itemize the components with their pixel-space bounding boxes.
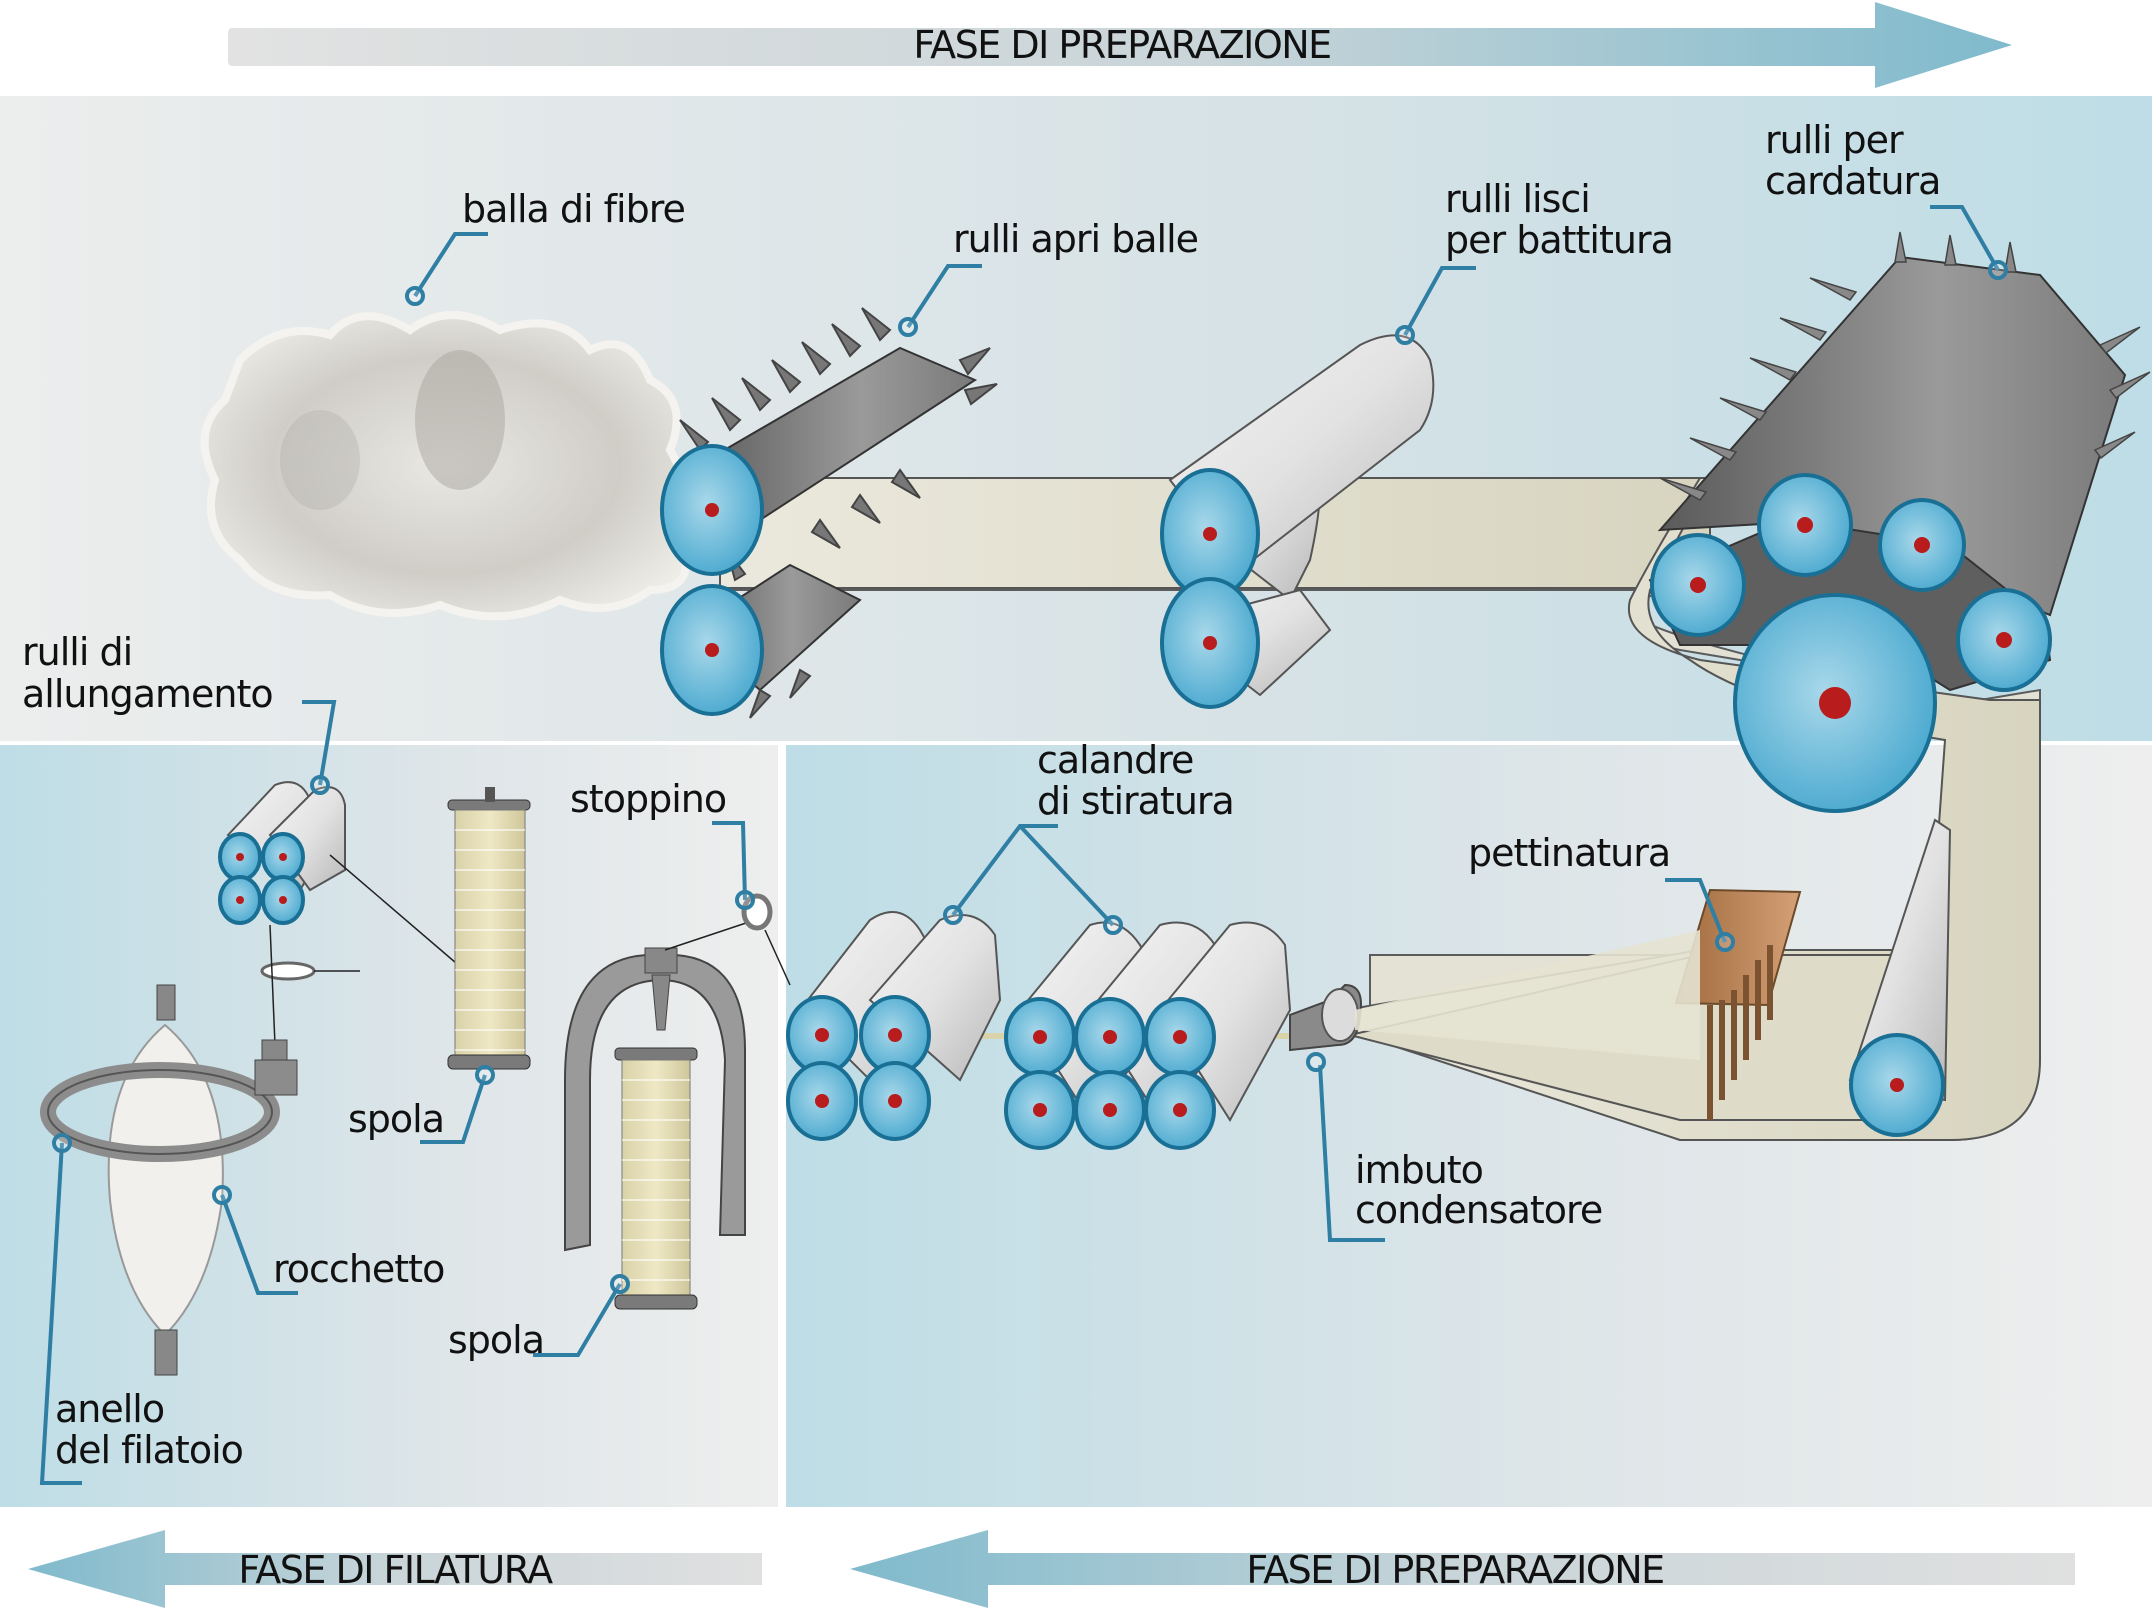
label-calandre-line1: calandre [1037, 738, 1193, 782]
label-spola-upper: spola [348, 1097, 444, 1141]
label-rulli-cardatura-line2: cardatura [1765, 159, 1940, 203]
label-spola-lower: spola [448, 1318, 544, 1362]
bottom-left-phase-arrow: FASE DI FILATURA [28, 1530, 762, 1608]
label-rulli-apri-balle: rulli apri balle [953, 217, 1198, 261]
label-imbuto-line2: condensatore [1355, 1188, 1602, 1232]
label-pettinatura: pettinatura [1468, 831, 1670, 875]
fiber-bale [200, 311, 692, 621]
leader-lines [39, 205, 2008, 1485]
labels: balla di fibre rulli apri balle rulli li… [22, 118, 1941, 1472]
label-anello-line1: anello [55, 1387, 164, 1431]
belt-return-roller [1848, 818, 1952, 1137]
bottom-right-phase-arrow: FASE DI PREPARAZIONE [850, 1530, 2075, 1608]
carding-rollers [1648, 231, 2151, 813]
bobbin-lower [614, 1047, 698, 1310]
label-anello-line2: del filatoio [55, 1428, 243, 1472]
combing-unit [1674, 888, 1802, 1120]
top-phase-arrow: FASE DI PREPARAZIONE [228, 2, 2012, 88]
label-calandre-line2: di stiratura [1037, 779, 1234, 823]
label-stoppino: stoppino [570, 777, 726, 821]
label-rulli-allungamento-line2: allungamento [22, 672, 273, 716]
calender-caps [786, 995, 1216, 1150]
smooth-beater-rollers [1160, 334, 1435, 709]
label-rulli-cardatura-line1: rulli per [1765, 118, 1904, 162]
label-imbuto-line1: imbuto [1355, 1148, 1483, 1192]
preparation-phase-label-bottom: FASE DI PREPARAZIONE [1246, 1548, 1663, 1592]
drafting-rollers [218, 781, 471, 1046]
spinning-ring-and-cop [40, 984, 298, 1376]
label-rulli-lisci-line2: per battitura [1445, 218, 1673, 262]
spinning-phase-label: FASE DI FILATURA [238, 1548, 553, 1592]
bobbin-upper [447, 787, 531, 1070]
label-rocchetto: rocchetto [273, 1247, 444, 1291]
label-rulli-lisci-line1: rulli lisci [1445, 177, 1590, 221]
label-balla-di-fibre: balla di fibre [462, 187, 685, 231]
top-phase-label: FASE DI PREPARAZIONE [913, 23, 1330, 67]
drawing-calenders [786, 911, 1292, 1150]
bale-opener-rollers [660, 307, 998, 719]
condenser-funnel [1289, 930, 1700, 1060]
label-rulli-allungamento-line1: rulli di [22, 630, 132, 674]
